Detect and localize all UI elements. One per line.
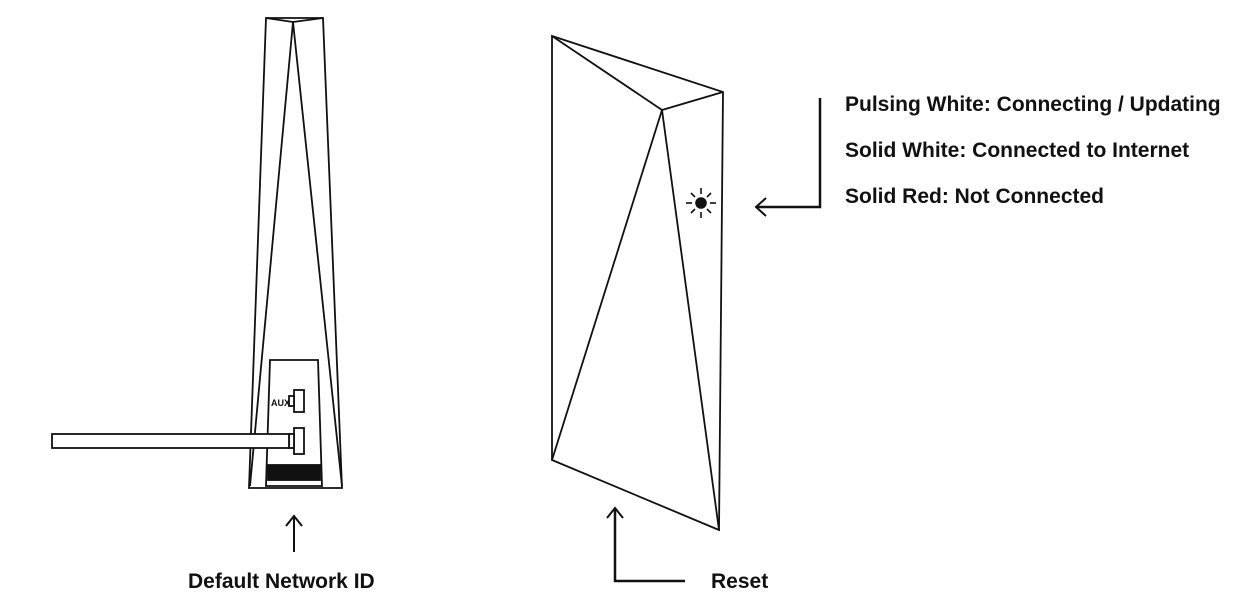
arrow-left-led-status bbox=[754, 98, 822, 217]
router-front-facet-right bbox=[661, 109, 720, 531]
default-network-id-label: Default Network ID bbox=[188, 570, 375, 593]
led-status-pulsing-white: Pulsing White: Connecting / Updating bbox=[845, 93, 1221, 116]
router-front-body bbox=[551, 34, 724, 532]
ethernet-cable bbox=[51, 433, 290, 449]
sun-icon bbox=[686, 188, 716, 218]
arrow-up-reset bbox=[606, 506, 685, 583]
aux-port bbox=[293, 389, 305, 413]
router-front-facet-top bbox=[551, 35, 724, 111]
arrow-up-network-id bbox=[285, 514, 303, 552]
led-status-solid-red: Solid Red: Not Connected bbox=[845, 185, 1104, 208]
aux-port-notch bbox=[288, 395, 295, 407]
ethernet-port bbox=[293, 427, 305, 455]
led-status-solid-white: Solid White: Connected to Internet bbox=[845, 139, 1190, 162]
router-side-view bbox=[51, 17, 343, 489]
router-front-facet-left bbox=[551, 109, 663, 461]
router-side-body bbox=[248, 17, 343, 489]
reset-label: Reset bbox=[711, 570, 769, 593]
router-front-view bbox=[551, 34, 724, 532]
router-side-fold-inner-right bbox=[292, 21, 343, 487]
router-side-fold-inner bbox=[249, 21, 294, 487]
led-status-list: Pulsing White: Connecting / Updating Sol… bbox=[845, 92, 1221, 230]
network-id-label-sticker bbox=[267, 464, 321, 481]
aux-label: AUX bbox=[271, 398, 290, 408]
